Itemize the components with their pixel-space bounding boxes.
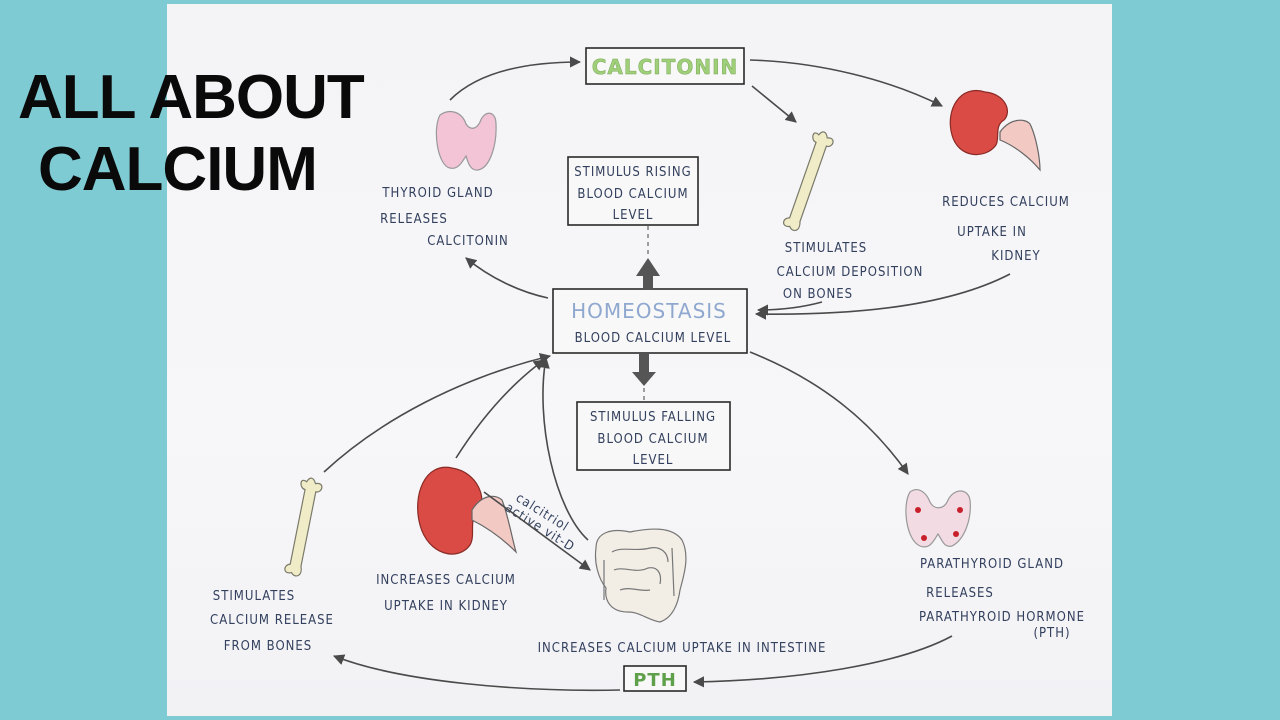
thyroid-line-3: CALCITONIN [427,234,509,249]
intestine-illustration [594,528,687,623]
arrow-kidney-to-intestine [483,491,591,571]
stimulus-falling-line-2: BLOOD CALCIUM [597,432,708,447]
title-line-2: CALCIUM [38,135,318,204]
pth-box: PTH [623,665,687,692]
stimulus-rising-line-3: LEVEL [613,208,654,223]
kidney-reduce-line-2: UPTAKE IN [957,225,1027,240]
homeostasis-title: HOMEOSTASIS [571,299,727,323]
intestine-label: INCREASES CALCIUM UPTAKE IN INTESTINE [538,641,827,656]
parathyroid-line-3: PARATHYROID HORMONE [919,610,1085,625]
thyroid-line-2: RELEASES [380,212,448,227]
calcitonin-label: CALCITONIN [592,55,739,79]
bone-deposition-illustration [783,131,834,232]
stimulus-falling-box: STIMULUS FALLING BLOOD CALCIUM LEVEL [576,401,731,471]
thyroid-line-1: THYROID GLAND [381,186,493,201]
kidney-reduce-illustration [949,89,1041,172]
arrow-parathyroid-to-pth [692,635,953,688]
arrow-calcitonin-to-kidney [749,59,944,107]
arrow-homeostasis-to-parathyroid [749,351,909,475]
bone-release-line-2: CALCIUM RELEASE [210,613,334,628]
homeostasis-box: HOMEOSTASIS BLOOD CALCIUM LEVEL [552,288,748,354]
arrow-pth-to-bone [332,654,621,692]
parathyroid-line-1: PARATHYROID GLAND [920,557,1064,572]
parathyroid-line-2: RELEASES [926,586,994,601]
stimulus-falling-line-1: STIMULUS FALLING [590,410,716,425]
arrow-bone-to-homeostasis [756,301,823,316]
arrow-bone-to-homeostasis-lower [323,352,552,473]
homeostasis-subtitle: BLOOD CALCIUM LEVEL [575,331,732,346]
bone-deposition-line-2: CALCIUM DEPOSITION [777,265,924,280]
bone-deposition-line-3: ON BONES [783,287,853,302]
page-title: ALL ABOUT CALCIUM [18,62,365,206]
stimulus-rising-line-1: STIMULUS RISING [574,165,692,180]
stimulus-rising-line-2: BLOOD CALCIUM [577,187,688,202]
kidney-increase-illustration [417,466,518,555]
title-line-1: ALL ABOUT [18,63,365,132]
parathyroid-gland-illustration [905,489,971,548]
kidney-increase-line-1: INCREASES CALCIUM [376,573,516,588]
stimulus-rising-box: STIMULUS RISING BLOOD CALCIUM LEVEL [567,156,699,226]
arrow-kidney-to-homeostasis-lower [455,359,545,459]
falling-block-arrow [632,354,656,386]
arrow-homeostasis-to-thyroid [465,257,549,299]
arrow-intestine-to-homeostasis [538,356,589,541]
kidney-increase-line-2: UPTAKE IN KIDNEY [384,599,508,614]
rising-block-arrow [636,258,660,289]
bone-release-line-1: STIMULATES [213,589,295,604]
arrow-kidney-to-homeostasis [754,273,1011,320]
thyroid-gland-illustration [435,111,497,171]
kidney-reduce-line-1: REDUCES CALCIUM [942,195,1070,210]
calcitonin-box: CALCITONIN [585,47,745,85]
parathyroid-line-4: (PTH) [1033,626,1070,641]
stimulus-falling-line-3: LEVEL [633,453,674,468]
arrow-thyroid-to-calcitonin [449,56,582,101]
bone-release-line-3: FROM BONES [224,639,312,654]
pth-label: PTH [633,670,677,691]
bone-release-illustration [284,477,323,577]
arrow-calcitonin-to-bone [751,85,797,123]
kidney-reduce-line-3: KIDNEY [991,249,1040,264]
bone-deposition-line-1: STIMULATES [785,241,867,256]
